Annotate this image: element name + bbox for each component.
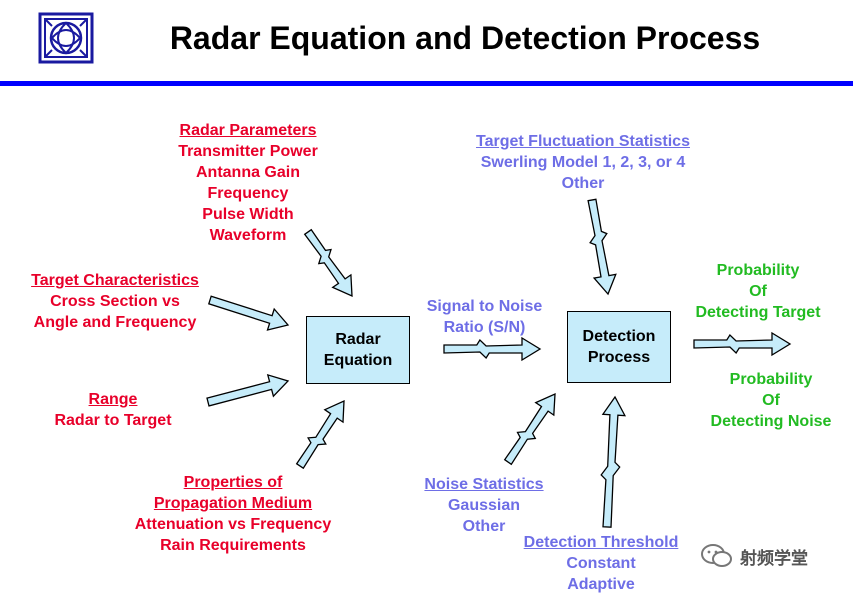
detection-threshold-item: Adaptive — [567, 576, 635, 593]
institution-logo — [38, 12, 94, 64]
page-title: Radar Equation and Detection Process — [169, 20, 761, 56]
noise-statistics-item: Other — [462, 518, 506, 535]
output-line: Detecting Target — [695, 304, 821, 321]
output-line: Detecting Noise — [710, 413, 832, 430]
radar-parameters-item: Antanna Gain — [195, 164, 300, 181]
signal-to-noise-label: Signal to Noise Ratio (S/N) — [412, 296, 557, 338]
detection-process-line: Detection — [582, 328, 656, 345]
target-characteristics-item: Cross Section vs — [50, 293, 180, 310]
target-fluctuation-block: Target Fluctuation Statistics Swerling M… — [453, 131, 713, 194]
propagation-heading: Propagation Medium — [153, 495, 313, 512]
output-line: Probability — [716, 262, 800, 279]
arrow-snr — [443, 336, 542, 362]
output-line: Of — [762, 392, 780, 409]
range-block: Range Radar to Target — [38, 389, 188, 431]
arrow-noise-statistics — [503, 392, 556, 466]
detection-process-box: Detection Process — [567, 311, 671, 383]
radar-equation-line: Equation — [323, 352, 393, 369]
noise-statistics-block: Noise Statistics Gaussian Other — [414, 474, 554, 537]
propagation-item: Rain Requirements — [160, 537, 306, 554]
title-rule — [0, 81, 853, 86]
watermark: 射频学堂 — [700, 543, 808, 569]
watermark-text: 射频学堂 — [740, 548, 808, 568]
radar-equation-line: Radar — [335, 331, 381, 348]
signal-to-noise-line: Signal to Noise — [426, 298, 543, 315]
radar-parameters-heading: Radar Parameters — [179, 122, 317, 139]
target-characteristics-block: Target Characteristics Cross Section vs … — [15, 270, 215, 333]
target-fluctuation-item: Other — [561, 175, 605, 192]
output-detecting-target: Probability Of Detecting Target — [683, 260, 833, 323]
propagation-item: Attenuation vs Frequency — [134, 516, 332, 533]
output-detecting-noise: Probability Of Detecting Noise — [696, 369, 846, 432]
propagation-block: Properties of Propagation Medium Attenua… — [118, 472, 348, 556]
output-line: Of — [749, 283, 767, 300]
noise-statistics-item: Gaussian — [447, 497, 521, 514]
output-line: Probability — [729, 371, 813, 388]
arrow-radar-parameters — [303, 228, 353, 298]
target-fluctuation-item: Swerling Model 1, 2, 3, or 4 — [480, 154, 686, 171]
noise-statistics-heading: Noise Statistics — [424, 476, 544, 493]
radar-parameters-item: Frequency — [207, 185, 289, 202]
radar-parameters-item: Waveform — [209, 227, 287, 244]
detection-threshold-item: Constant — [566, 555, 636, 572]
radar-parameters-item: Transmitter Power — [178, 143, 318, 160]
arrow-target-characteristics — [207, 295, 290, 331]
arrow-output — [693, 331, 792, 357]
arrow-propagation — [295, 399, 345, 470]
radar-parameters-block: Radar Parameters Transmitter Power Antan… — [148, 120, 348, 246]
detection-process-line: Process — [587, 349, 651, 366]
radar-equation-box: Radar Equation — [306, 316, 410, 384]
target-fluctuation-heading: Target Fluctuation Statistics — [476, 133, 690, 150]
arrow-range — [206, 373, 290, 407]
detection-threshold-block: Detection Threshold Constant Adaptive — [511, 532, 691, 593]
arrow-detection-threshold — [600, 395, 627, 528]
arrow-target-fluctuation — [587, 198, 617, 296]
arrow-layer — [206, 198, 792, 528]
propagation-heading: Properties of — [183, 474, 283, 491]
range-item: Radar to Target — [54, 412, 172, 429]
wechat-icon — [701, 544, 732, 567]
target-characteristics-heading: Target Characteristics — [31, 272, 199, 289]
detection-threshold-heading: Detection Threshold — [523, 534, 679, 551]
signal-to-noise-line: Ratio (S/N) — [443, 319, 526, 336]
target-characteristics-item: Angle and Frequency — [33, 314, 197, 331]
radar-parameters-item: Pulse Width — [202, 206, 294, 223]
range-heading: Range — [88, 391, 138, 408]
